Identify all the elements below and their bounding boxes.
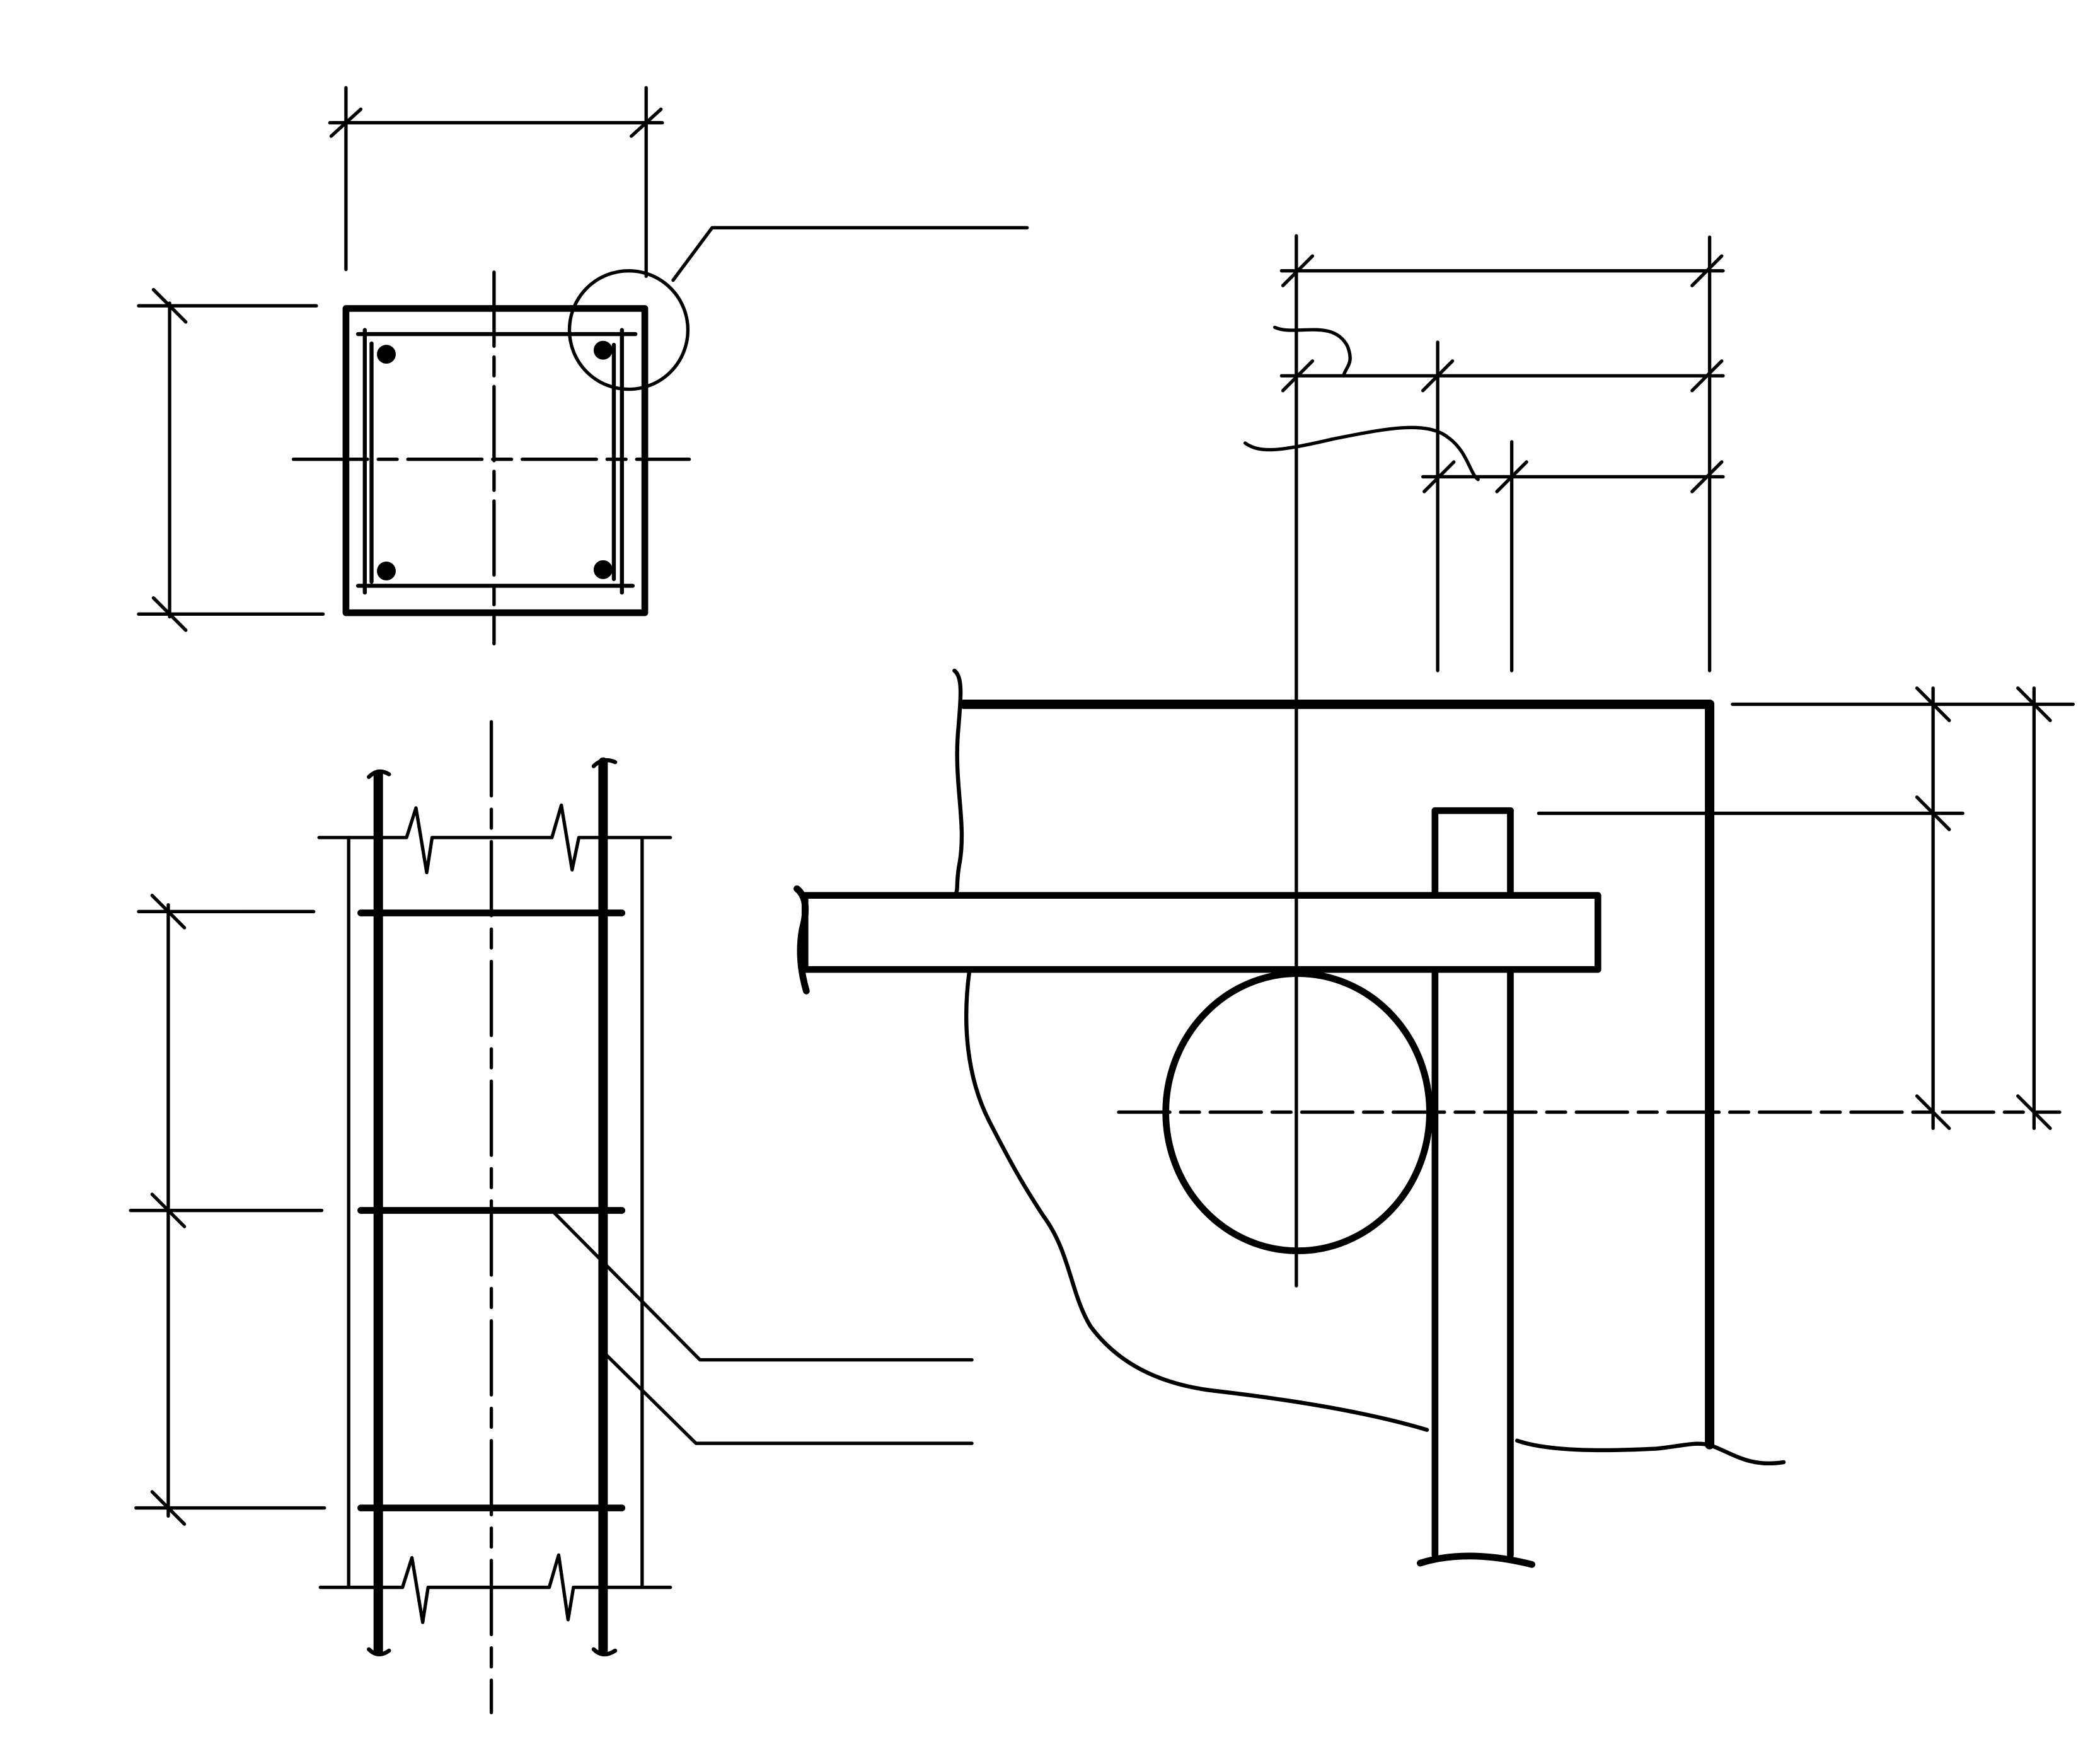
concrete-break-outline xyxy=(952,668,1786,1466)
column-elevation xyxy=(129,720,974,1714)
joint-right-dimensions xyxy=(1915,686,2052,1130)
detail-leader-line xyxy=(671,226,1029,282)
plan-centerlines xyxy=(291,270,691,645)
bar-end-hooks xyxy=(367,758,618,1657)
longitudinal-rebar xyxy=(377,340,613,580)
elevation-stirrups xyxy=(357,909,626,1511)
elevation-leader-lines xyxy=(550,1208,974,1445)
bar-leader-line xyxy=(600,1348,974,1445)
bottom-break-line xyxy=(318,1553,672,1624)
concrete-member-edge xyxy=(959,699,1715,1450)
elevation-cover-lines xyxy=(347,836,644,1588)
corner-detail-callout xyxy=(567,226,1029,391)
horizontal-beam-bar xyxy=(801,892,1601,973)
detail-circle xyxy=(567,268,690,391)
joint-detail xyxy=(793,234,2075,1568)
column-plan-section xyxy=(137,86,1029,645)
dimension-leader-squiggles xyxy=(1243,325,1480,482)
top-break-line xyxy=(317,803,672,875)
vertical-bar xyxy=(1417,807,1535,1568)
plan-width-dimension xyxy=(328,86,664,278)
stirrup-spacing-dimension xyxy=(129,894,326,1526)
bar-break-end xyxy=(793,885,810,995)
stirrup-tie xyxy=(355,328,638,595)
stirrup-leader-line xyxy=(550,1208,974,1362)
joint-top-dimensions xyxy=(1279,235,1725,672)
plan-height-dimension xyxy=(137,287,325,632)
